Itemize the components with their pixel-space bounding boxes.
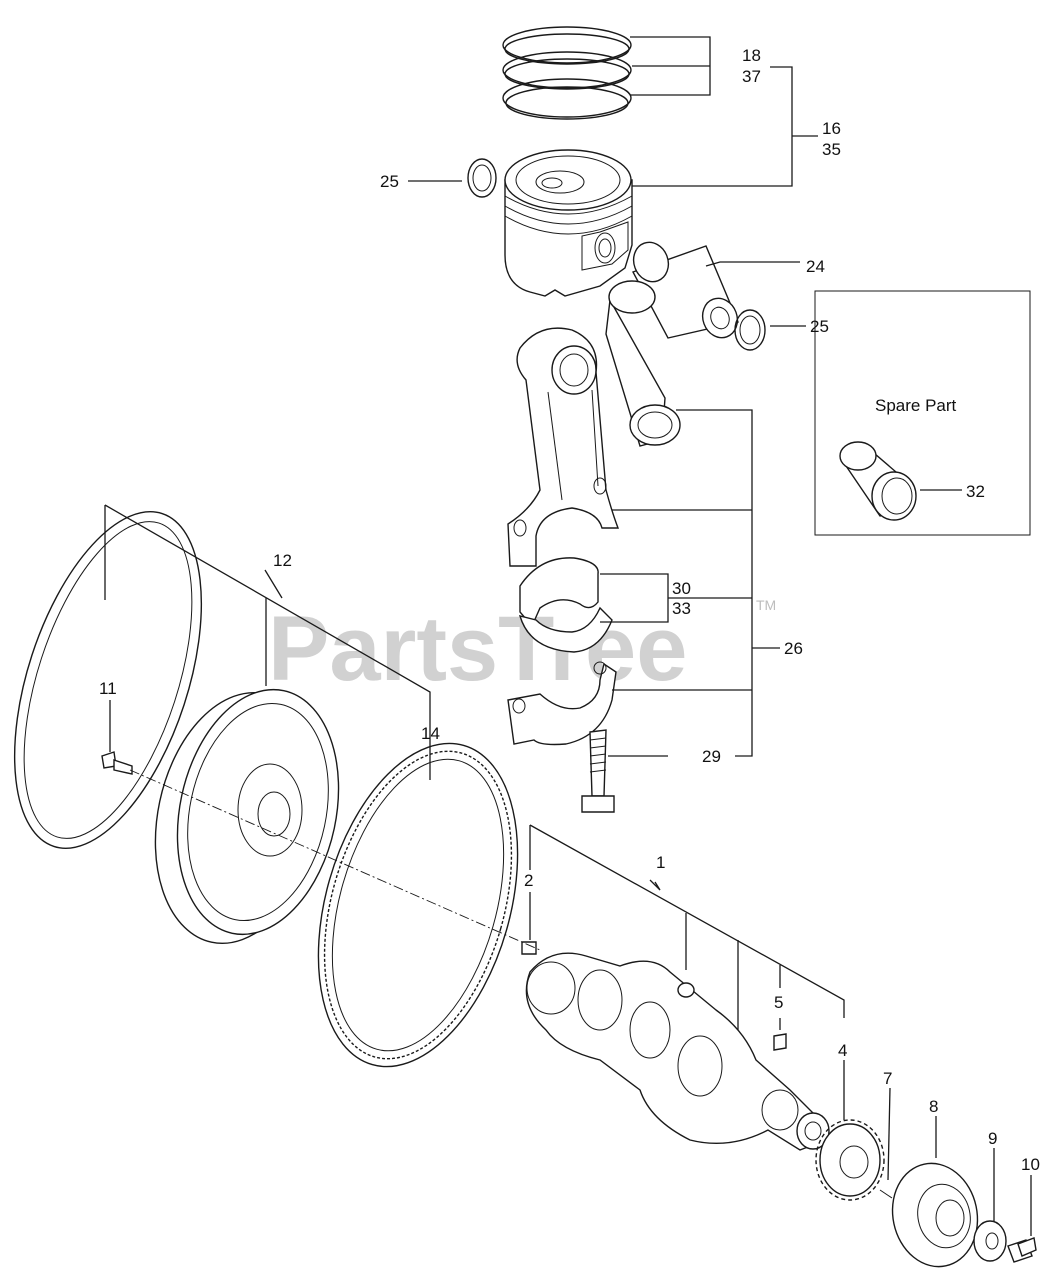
- piston[interactable]: [504, 149, 633, 297]
- flywheel[interactable]: [133, 674, 360, 958]
- small-end-bushing[interactable]: [605, 280, 681, 447]
- leader-lines: [104, 36, 1032, 1236]
- crankshaft[interactable]: [525, 952, 830, 1151]
- callout-8: 8: [929, 1097, 938, 1116]
- callouts: 18 37 16 35 25 24 25 30 33 26 29 12 11 1…: [99, 46, 1040, 1174]
- snap-ring-right[interactable]: [734, 309, 766, 351]
- watermark: PartsTree: [268, 598, 687, 700]
- piston-pin[interactable]: [628, 237, 743, 342]
- spare-part-title: Spare Part: [875, 396, 957, 415]
- callout-25-right: 25: [810, 317, 829, 336]
- watermark-tm: TM: [756, 597, 776, 613]
- bearing-shells[interactable]: [518, 557, 613, 653]
- callout-14: 14: [421, 724, 440, 743]
- flywheel-bolt[interactable]: [101, 751, 133, 775]
- callout-1: 1: [656, 853, 665, 872]
- key[interactable]: [773, 1033, 787, 1051]
- callout-2: 2: [524, 871, 533, 890]
- center-line: [129, 769, 541, 951]
- piston-rings[interactable]: [502, 26, 632, 120]
- callout-32: 32: [966, 482, 985, 501]
- crank-plug[interactable]: [677, 982, 695, 998]
- callout-11: 11: [99, 679, 117, 698]
- crank-pulley[interactable]: [883, 1155, 987, 1274]
- callout-5: 5: [774, 993, 783, 1012]
- rod-cap[interactable]: [507, 661, 617, 746]
- crank-gear[interactable]: [815, 1119, 885, 1201]
- pulley-bolt[interactable]: [1007, 1237, 1037, 1263]
- callout-37: 37: [742, 67, 761, 86]
- ring-gear[interactable]: [284, 720, 552, 1090]
- callout-10: 10: [1021, 1155, 1040, 1174]
- callout-7: 7: [883, 1069, 892, 1088]
- callout-30: 30: [672, 579, 691, 598]
- callout-12: 12: [273, 551, 292, 570]
- snap-ring-left[interactable]: [467, 158, 497, 198]
- callout-16: 16: [822, 119, 841, 138]
- spare-part-box: Spare Part 32: [814, 290, 1031, 536]
- callout-33: 33: [672, 599, 691, 618]
- washer[interactable]: [973, 1220, 1007, 1262]
- dowel-pin[interactable]: [521, 941, 537, 955]
- callout-35: 35: [822, 140, 841, 159]
- callout-24: 24: [806, 257, 825, 276]
- connecting-rod[interactable]: [507, 327, 620, 567]
- callout-25-left: 25: [380, 172, 399, 191]
- callout-9: 9: [988, 1129, 997, 1148]
- signal-plate[interactable]: [0, 489, 238, 871]
- rod-bolt[interactable]: [581, 729, 615, 813]
- pin[interactable]: [879, 1189, 893, 1199]
- callout-29: 29: [702, 747, 721, 766]
- callout-4: 4: [838, 1041, 847, 1060]
- callout-26: 26: [784, 639, 803, 658]
- callout-18: 18: [742, 46, 761, 65]
